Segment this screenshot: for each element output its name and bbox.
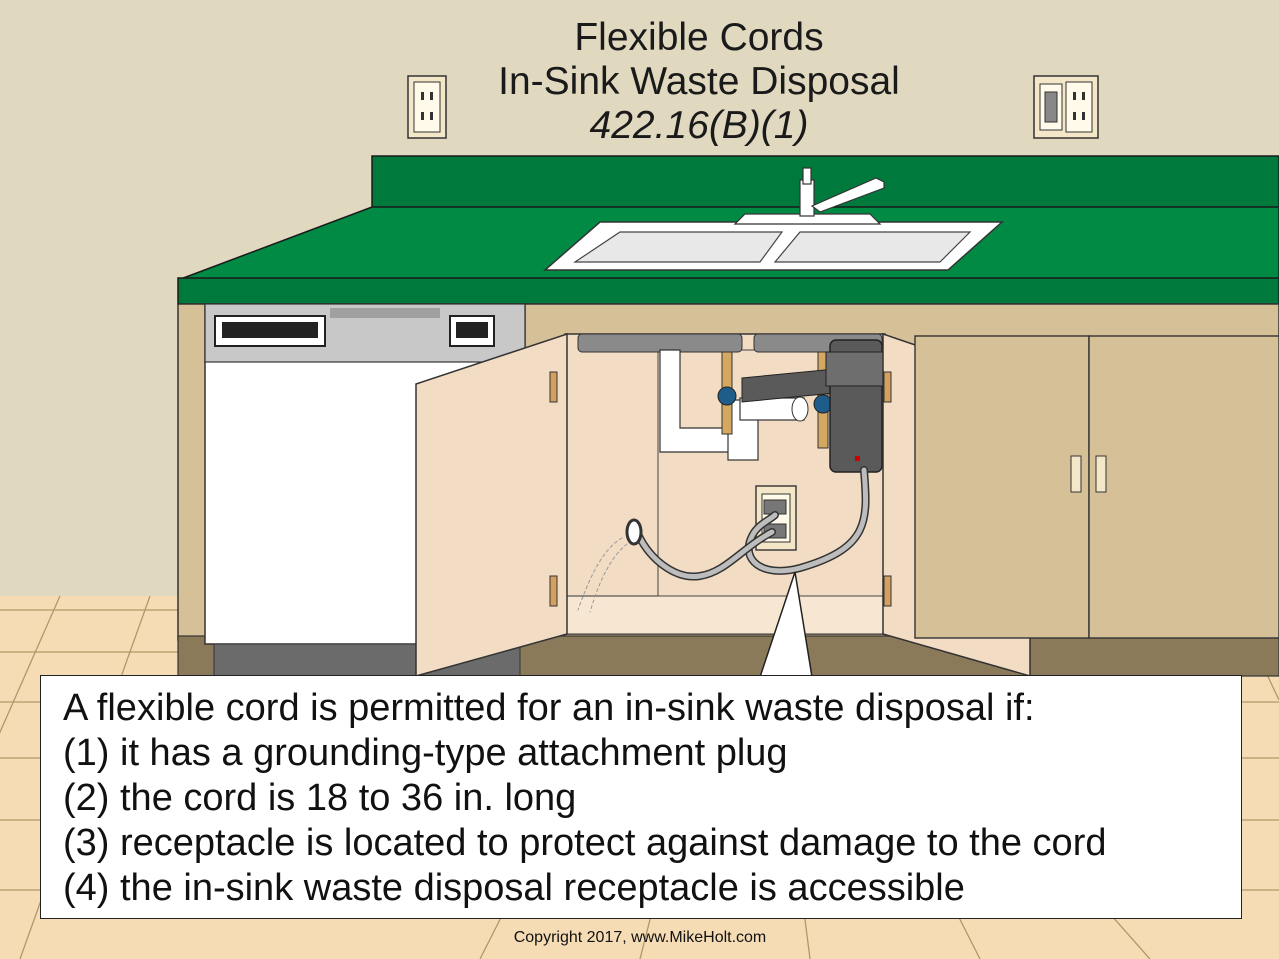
code-reference: 422.16(B)(1)	[589, 104, 809, 147]
diagram-subtitle: In-Sink Waste Disposal	[498, 60, 900, 103]
double-sink	[543, 213, 1004, 271]
wall-switch-receptacle-right	[1033, 75, 1099, 139]
cabinet-door-left	[415, 332, 568, 677]
waste-disposal-unit	[825, 339, 887, 473]
callout-line: A flexible cord is permitted for an in-s…	[63, 687, 1035, 729]
sink-cabinet-interior	[564, 333, 887, 635]
drain-pipes	[659, 349, 846, 461]
callout-line: (3) receptacle is located to protect aga…	[63, 822, 1107, 864]
callout-line: (2) the cord is 18 to 36 in. long	[63, 777, 577, 819]
copyright-notice: Copyright 2017, www.MikeHolt.com	[513, 929, 767, 946]
diagram-title: Flexible Cords	[574, 16, 824, 59]
flexible-cords	[577, 466, 870, 613]
side-cabinet-doors	[914, 335, 1279, 639]
callout-box: A flexible cord is permitted for an in-s…	[40, 675, 1242, 919]
callout-line: (1) it has a grounding-type attachment p…	[63, 732, 788, 774]
callout-line: (4) the in-sink waste disposal receptacl…	[63, 867, 965, 909]
faucet	[799, 167, 885, 217]
wall-receptacle-left	[407, 75, 447, 139]
